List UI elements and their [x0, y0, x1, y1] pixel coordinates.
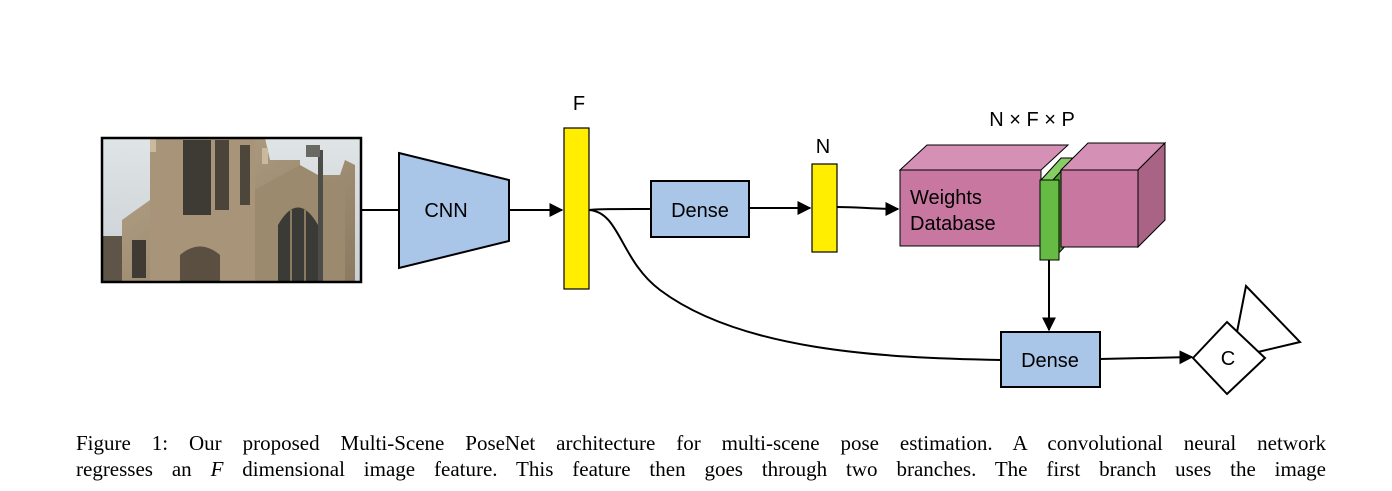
camera-icon: C [1191, 283, 1302, 396]
cnn-block: CNN [398, 151, 510, 270]
feature-vector-bar [563, 127, 590, 290]
weights-database-line1: Weights [910, 187, 982, 209]
caption-line-1: Figure 1: Our proposed Multi-Scene PoseN… [76, 431, 1326, 455]
nfp-label: N × F × P [989, 109, 1075, 131]
caption-variable-f: F [210, 457, 224, 481]
dense-bottom-label: Dense [1021, 350, 1079, 372]
caption-line2-end: dimensional image feature. This feature … [223, 457, 1326, 481]
pose-net-diagram: CNN F Dense N N × F × P Weights Database [100, 93, 1302, 396]
feature-to-dense-line [588, 208, 652, 211]
dense-top-label: Dense [671, 200, 729, 222]
dense-bottom-box: Dense [1000, 331, 1101, 388]
dense-to-camera-arrow [1099, 350, 1194, 365]
n-vector-bar [811, 163, 838, 253]
weights-database-line2: Database [910, 213, 996, 235]
camera-label: C [1221, 348, 1235, 370]
n-to-weights-arrow [836, 201, 900, 216]
cnn-label: CNN [424, 200, 467, 222]
caption-line-2: regresses an F dimensional image feature… [76, 456, 1326, 482]
figure-caption: Figure 1: Our proposed Multi-Scene PoseN… [76, 430, 1326, 482]
n-label: N [816, 136, 830, 158]
feature-label: F [573, 93, 585, 115]
caption-line2-start: regresses an [76, 457, 211, 481]
dense-top-box: Dense [650, 180, 750, 238]
feature-to-dense-bottom-curve [588, 209, 1002, 361]
weights-database-box: Weights Database [898, 141, 1167, 261]
input-image [100, 136, 363, 284]
